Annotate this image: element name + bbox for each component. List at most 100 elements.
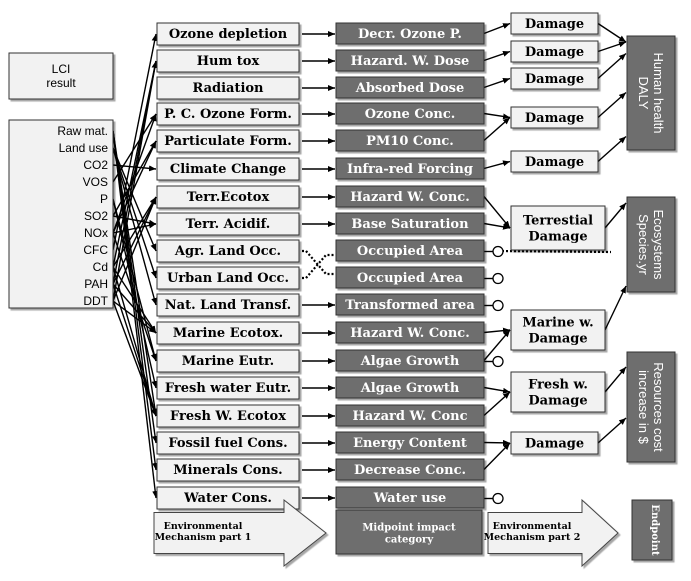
damage-box	[510, 309, 606, 351]
damage-label-line: Damage	[525, 155, 584, 170]
impact-category-label: Terr. Acidif.	[186, 217, 271, 232]
damage-box	[510, 205, 606, 251]
midpoint-label: Hazard. W. Dose	[351, 54, 470, 69]
damage-label-line: Damage	[528, 332, 587, 347]
damage-label-line: Damage	[525, 45, 584, 60]
mechanism2-label-line: Environmental	[493, 521, 572, 532]
midpoint-box	[335, 212, 485, 235]
lci-to-category-arrow	[112, 198, 158, 362]
lci-item: SO2	[84, 209, 108, 223]
damage-to-endpoint-arrow	[597, 91, 627, 119]
lci-to-category-arrow	[112, 147, 158, 306]
midpoint-box	[335, 349, 485, 372]
impact-category-label: Fresh W. Ecotox	[170, 409, 286, 424]
mechanism2-label-line: Mechanism part 2	[484, 532, 581, 543]
damage-box	[510, 67, 599, 90]
impact-category-label: Terr.Ecotox	[187, 190, 270, 205]
midpoint-to-damage-arrow	[483, 327, 511, 334]
midpoint-label: Water use	[373, 491, 447, 506]
lci-item: CFC	[83, 243, 108, 257]
midpoint-box	[335, 431, 485, 454]
mechanism1-label-line: Environmental	[164, 521, 243, 532]
endpoint-label-line: Ecosystems	[651, 209, 666, 280]
midpoint-box	[335, 239, 485, 262]
lci-item: PAH	[84, 277, 108, 291]
midpoint-box	[335, 22, 485, 45]
midpoint-label: Decrease Conc.	[354, 463, 466, 478]
midpoint-to-damage-arrow	[483, 160, 511, 170]
impact-category-box	[156, 431, 300, 455]
endpoint-label-line: DALY	[636, 77, 651, 110]
impact-category-label: Climate Change	[170, 162, 286, 177]
impact-category-box	[156, 266, 300, 290]
midpoint-box	[335, 102, 485, 125]
midpoint-label: Algae Growth	[360, 354, 460, 369]
lci-to-category-arrow	[112, 130, 159, 499]
damage-box	[510, 12, 599, 35]
impact-category-box	[156, 376, 300, 400]
damage-to-endpoint-arrow	[597, 417, 627, 444]
endpoint-legend-box	[631, 499, 673, 561]
damage-to-endpoint-arrow	[597, 135, 627, 163]
impact-category-box	[156, 212, 300, 236]
endpoint-box	[626, 196, 676, 293]
midpoint-legend-label-line: Midpoint impact	[362, 523, 456, 534]
midpoint-end-circle	[492, 299, 504, 312]
damage-label-line: Damage	[525, 72, 584, 87]
midpoint-end-circle	[492, 355, 504, 368]
midpoint-end-circle	[492, 272, 504, 285]
lci-to-category-arrow	[112, 33, 158, 251]
impact-category-label: Fossil fuel Cons.	[168, 436, 287, 451]
midpoint-label: Infra-red Forcing	[347, 162, 473, 177]
lci-to-category-arrow	[112, 113, 157, 183]
damage-label-line: Damage	[525, 437, 584, 452]
midpoint-to-damage-arrow	[483, 442, 511, 470]
impact-category-box	[156, 486, 300, 510]
lci-to-category-arrow	[112, 196, 157, 268]
midpoint-to-damage-arrow	[483, 116, 511, 142]
midpoint-end-circle	[492, 492, 504, 505]
impact-category-label: Fresh water Eutr.	[165, 381, 291, 396]
endpoint-label-line: Species.yr	[636, 214, 651, 275]
lci-to-category-arrow	[112, 300, 157, 417]
damage-box	[510, 431, 599, 455]
midpoint-box	[335, 458, 485, 481]
lci-item: Cd	[93, 260, 108, 274]
connector-lines	[112, 22, 627, 505]
lci-item: Land use	[59, 141, 109, 155]
midpoint-box	[335, 404, 485, 427]
impact-category-label: Urban Land Occ.	[167, 271, 289, 286]
midpoint-to-damage-arrow	[483, 439, 511, 446]
midpoint-label: Occupied Area	[357, 271, 464, 286]
damage-box	[510, 40, 599, 63]
dotted-occupation-line	[302, 253, 336, 280]
endpoint-box	[626, 35, 676, 151]
mechanism-part1-arrow	[153, 498, 327, 568]
midpoint-box	[335, 76, 485, 99]
dotted-occupation-line	[497, 249, 612, 254]
impact-category-label: P. C. Ozone Form.	[164, 107, 292, 122]
impact-category-box	[156, 129, 300, 153]
impact-category-box	[156, 239, 300, 263]
damage-to-endpoint-arrow	[597, 52, 627, 80]
damage-label-line: Damage	[525, 17, 584, 32]
lci-to-category-arrow	[112, 196, 157, 302]
midpoint-label: Transformed area	[345, 298, 475, 313]
midpoint-box	[335, 376, 485, 399]
midpoint-to-damage-arrow	[483, 391, 511, 417]
midpoint-label: Ozone Conc.	[365, 107, 456, 122]
impact-category-box	[156, 102, 300, 126]
midpoint-to-damage-arrow	[483, 77, 511, 89]
impact-category-label: Particulate Form.	[164, 134, 292, 149]
midpoint-end-circle	[492, 245, 504, 258]
damage-label-line: Terrestial	[523, 214, 593, 229]
midpoint-box	[335, 129, 485, 152]
damage-label-line: Marine w.	[522, 316, 593, 331]
damage-label-line: Fresh w.	[528, 378, 588, 393]
midpoint-to-damage-arrow	[483, 22, 511, 35]
midpoint-label: Base Saturation	[351, 217, 469, 232]
mechanism-part2-arrow	[487, 498, 619, 568]
impact-category-box	[156, 76, 300, 100]
impact-category-box	[156, 404, 300, 428]
